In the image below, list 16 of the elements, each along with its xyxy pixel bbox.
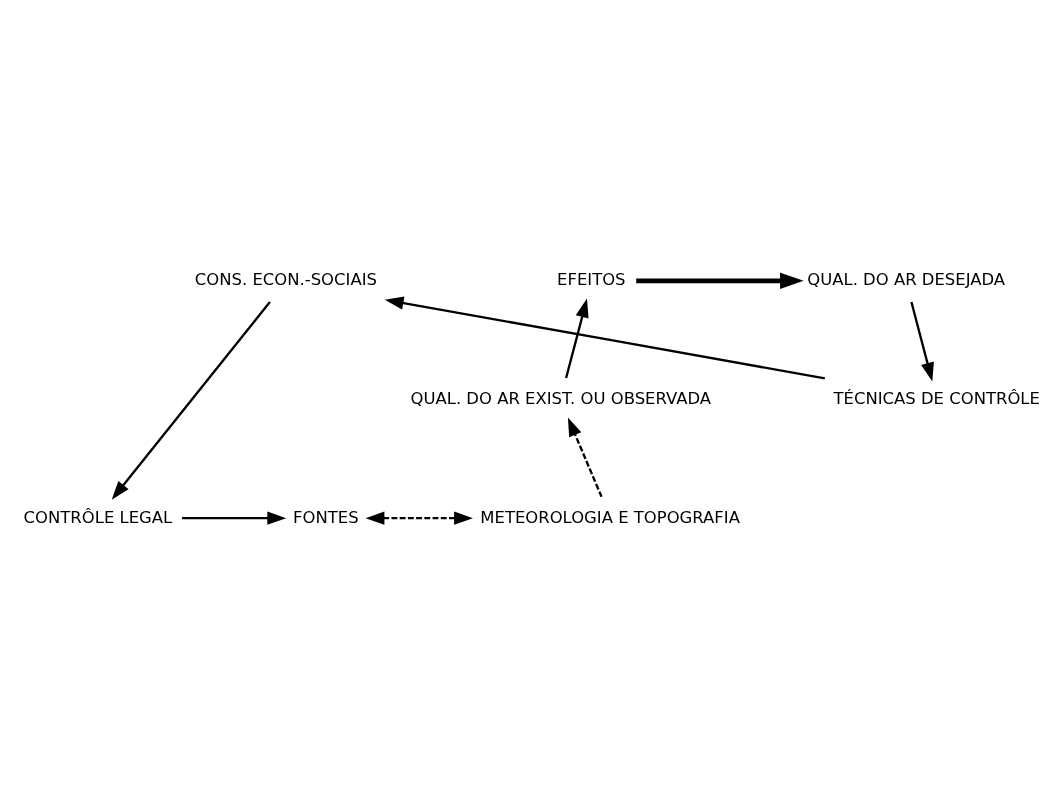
node-text: FONTES (293, 507, 359, 526)
arrow (910, 301, 934, 381)
arrow (182, 511, 287, 525)
arrow (564, 298, 589, 378)
node-text: TÉCNICAS DE CONTRÔLE (833, 388, 1040, 408)
node-text: QUAL. DO AR EXIST. OU OBSERVADA (410, 388, 712, 408)
node-text: CONS. ECON.-SOCIAIS (194, 269, 377, 289)
node-text: QUAL. DO AR DESEJADA (807, 269, 1006, 289)
node-text: METEOROLOGIA E TOPOGRAFIA (480, 507, 740, 526)
arrow (567, 416, 603, 497)
node-text: CONTRÔLE LEGAL (23, 507, 173, 526)
arrow (365, 511, 473, 525)
arrow (384, 296, 826, 379)
node-text: EFEITOS (557, 269, 626, 289)
arrow (636, 272, 804, 289)
arrow (111, 300, 271, 500)
